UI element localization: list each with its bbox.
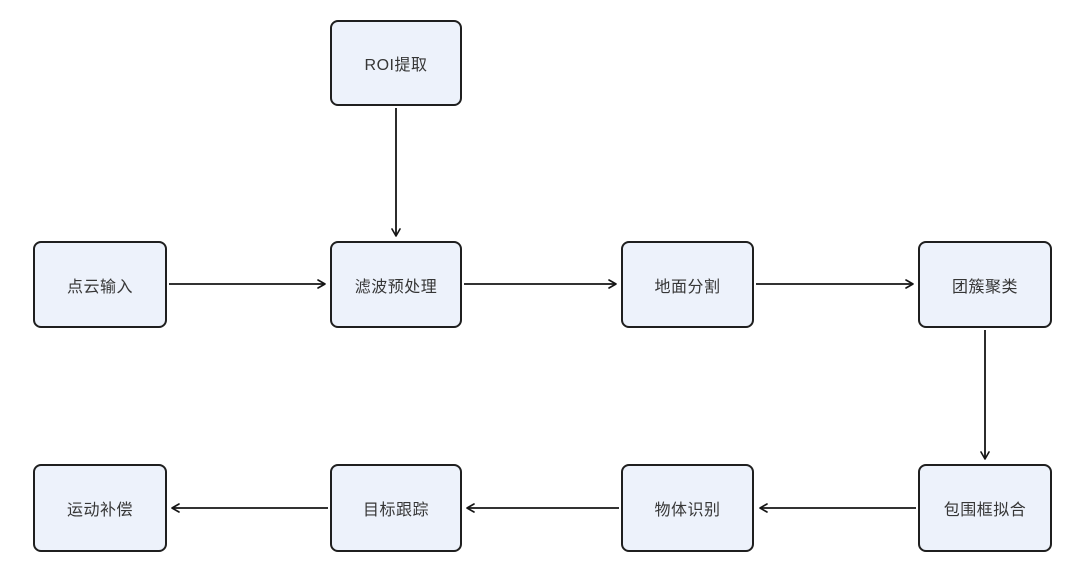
node-target-tracking: 目标跟踪	[330, 464, 462, 552]
node-label: 团簇聚类	[951, 278, 1018, 296]
node-motion-compensation: 运动补偿	[33, 464, 167, 552]
node-filter-preprocess: 滤波预处理	[330, 241, 462, 328]
node-label: 滤波预处理	[354, 278, 438, 296]
node-label: 运动补偿	[66, 502, 133, 519]
node-label: 目标跟踪	[362, 502, 429, 519]
node-label: ROI提取	[364, 57, 428, 74]
node-label: 地面分割	[654, 278, 721, 296]
node-label: 包围框拟合	[943, 502, 1027, 519]
node-roi-extraction: ROI提取	[330, 20, 462, 106]
node-object-recognition: 物体识别	[621, 464, 754, 552]
node-bbox-fitting: 包围框拟合	[918, 464, 1052, 552]
node-point-cloud-input: 点云输入	[33, 241, 167, 328]
node-label: 物体识别	[654, 502, 721, 519]
node-ground-segmentation: 地面分割	[621, 241, 754, 328]
node-clustering: 团簇聚类	[918, 241, 1052, 328]
node-label: 点云输入	[66, 278, 133, 296]
